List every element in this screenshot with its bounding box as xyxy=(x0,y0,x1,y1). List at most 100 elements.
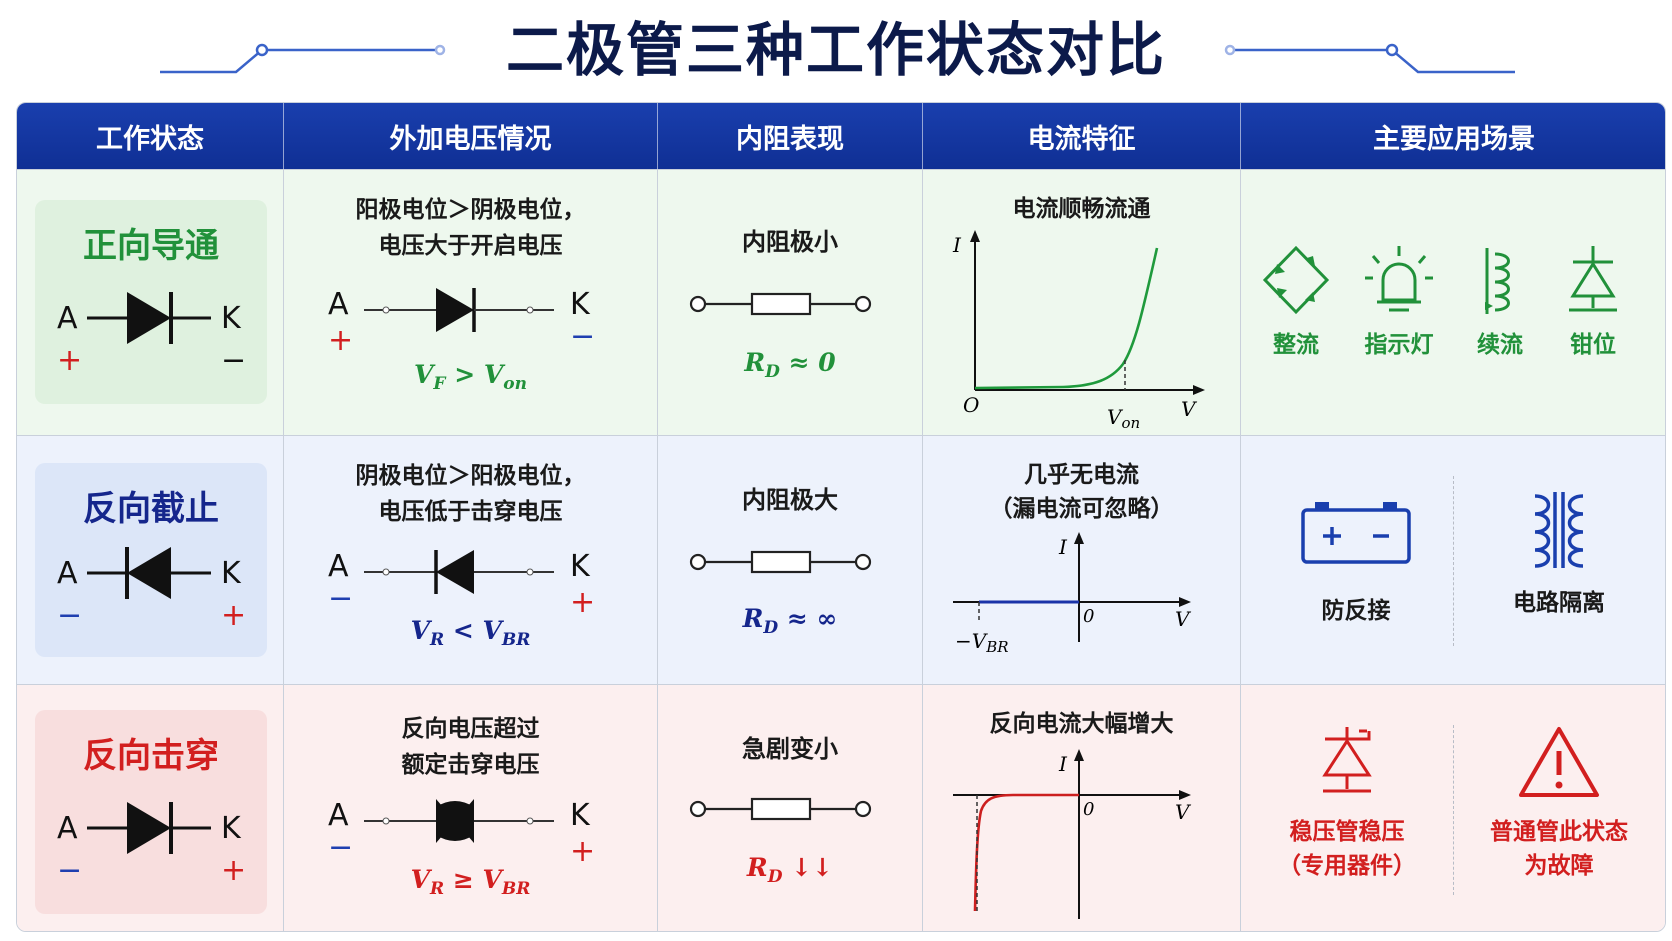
battery-icon xyxy=(1301,502,1411,564)
resistance-value: RD ↓↓ xyxy=(746,853,834,887)
axis-v-label: V xyxy=(1181,397,1198,421)
voltage-desc-line2: 额定击穿电压 xyxy=(401,752,540,778)
cathode-label: K xyxy=(570,549,591,584)
axis-i-label: I xyxy=(1058,535,1068,559)
anode-label: A xyxy=(328,798,349,833)
table-header: 工作状态 外加电压情况 内阻表现 电流特征 主要应用场景 xyxy=(17,103,1665,169)
app-divider xyxy=(1453,725,1454,895)
minus-sign: − xyxy=(570,319,595,354)
origin-label: 0 xyxy=(1083,799,1094,820)
title-bar: 二极管三种工作状态对比 xyxy=(0,0,1672,98)
current-cell: 反向电流大幅增大 I 0 V xyxy=(923,685,1241,931)
diode-circuit-icon: A K − + xyxy=(328,549,595,620)
plus-sign: + xyxy=(570,834,595,869)
state-card-reverse: 反向截止 A K − + xyxy=(35,463,267,657)
app-label: 整流 xyxy=(1273,332,1319,358)
state-name: 反向击穿 xyxy=(83,736,219,776)
diode-circuit-icon: A K + − xyxy=(328,287,595,358)
minus-sign: − xyxy=(328,581,353,616)
voltage-desc-line2: 电压低于击穿电压 xyxy=(378,499,563,525)
voltage-desc-line2: 电压大于开启电压 xyxy=(378,233,563,259)
axis-v-label: V xyxy=(1175,800,1192,824)
header-voltage: 外加电压情况 xyxy=(284,103,658,169)
plus-sign: + xyxy=(570,585,595,620)
zener-diode-icon xyxy=(1322,727,1372,793)
resistance-cell: 内阻极小 RD ≈ 0 xyxy=(658,170,923,435)
resistance-label: 内阻极大 xyxy=(742,486,838,514)
inductor-coil-icon xyxy=(1485,248,1510,314)
app-label-line1: 稳压管稳压 xyxy=(1289,819,1405,845)
state-card-breakdown: 反向击穿 A K − + xyxy=(35,710,267,914)
resistance-cell: 急剧变小 RD ↓↓ xyxy=(658,685,923,931)
resistance-value: RD ≈ ∞ xyxy=(742,604,838,638)
plus-sign: + xyxy=(221,853,246,888)
app-fault: 普通管此状态 为故障 xyxy=(1467,725,1651,883)
cathode-label: K xyxy=(570,798,591,833)
comparison-table: 工作状态 外加电压情况 内阻表现 电流特征 主要应用场景 正向导通 A K + … xyxy=(16,102,1666,932)
current-desc: 反向电流大幅增大 xyxy=(989,711,1174,737)
voltage-condition: VR < VBR xyxy=(410,616,531,650)
iv-curve-reverse: I 0 V −VBR xyxy=(953,532,1192,656)
axis-v-label: V xyxy=(1175,607,1192,631)
current-desc-line2: （漏电流可忽略） xyxy=(989,496,1174,522)
anode-label: A xyxy=(328,549,349,584)
resistance-label: 急剧变小 xyxy=(742,735,838,763)
plus-sign: + xyxy=(328,323,353,358)
indicator-lamp-icon xyxy=(1365,246,1433,312)
cathode-label: K xyxy=(570,287,591,322)
app-freewheel: 续流 xyxy=(1465,244,1535,362)
resistor-icon xyxy=(689,292,872,316)
clamp-diode-icon xyxy=(1569,246,1617,312)
current-cell: 几乎无电流 （漏电流可忽略） I 0 V −VBR xyxy=(923,436,1241,684)
minus-sign: − xyxy=(328,830,353,865)
app-rectifier: 整流 xyxy=(1261,244,1331,362)
header-applications: 主要应用场景 xyxy=(1373,123,1535,155)
anode-label: A xyxy=(328,287,349,322)
origin-label: O xyxy=(963,393,979,417)
voltage-desc-line1: 反向电压超过 xyxy=(401,716,540,742)
state-cell: 正向导通 A K + − xyxy=(17,170,284,435)
applications-cell: 防反接 电路隔离 xyxy=(1241,436,1665,684)
vbr-marker-label: −VBR xyxy=(955,629,1009,656)
iv-curve-forward: I O V Von xyxy=(952,230,1205,430)
voltage-cell: 阳极电位＞阴极电位， 电压大于开启电压 A K + − VF > Von xyxy=(284,170,658,435)
app-zener: 稳压管稳压 （专用器件） xyxy=(1261,725,1433,883)
header-resistance: 内阻表现 xyxy=(658,103,923,169)
table-row-reverse: 反向截止 A K − + 阴极电位＞阳极电位， 电压低于击穿电压 xyxy=(17,435,1665,684)
resistance-cell: 内阻极大 RD ≈ ∞ xyxy=(658,436,923,684)
current-desc: 电流顺畅流通 xyxy=(1012,196,1151,222)
axis-i-label: I xyxy=(1058,752,1068,776)
state-cell: 反向截止 A K − + xyxy=(17,436,284,684)
current-desc-line1: 几乎无电流 xyxy=(1024,462,1139,488)
app-label-line2: 为故障 xyxy=(1524,853,1594,879)
resistor-icon xyxy=(689,797,872,821)
app-isolation: 电路隔离 xyxy=(1469,486,1649,620)
iv-curve-breakdown: I 0 V xyxy=(953,749,1192,919)
voltage-cell: 阴极电位＞阳极电位， 电压低于击穿电压 A K − + VR < VBR xyxy=(284,436,658,684)
app-reverse-protection: 防反接 xyxy=(1281,494,1431,628)
state-name: 正向导通 xyxy=(83,226,219,266)
resistance-label: 内阻极小 xyxy=(742,228,838,256)
diode-symbol-icon: A K − + xyxy=(57,802,246,888)
app-indicator: 指示灯 xyxy=(1353,244,1445,362)
app-label: 防反接 xyxy=(1321,598,1391,624)
voltage-desc-line1: 阴极电位＞阳极电位， xyxy=(355,463,586,489)
app-divider xyxy=(1453,476,1454,646)
warning-icon xyxy=(1519,727,1599,797)
voltage-condition: VR ≥ VBR xyxy=(410,865,531,899)
title-decoration xyxy=(160,43,1515,74)
app-label: 电路隔离 xyxy=(1513,590,1605,616)
minus-sign: − xyxy=(221,343,246,378)
origin-label: 0 xyxy=(1083,606,1094,627)
state-cell: 反向击穿 A K − + xyxy=(17,685,284,931)
page-title: 二极管三种工作状态对比 xyxy=(505,16,1166,84)
resistance-value: RD ≈ 0 xyxy=(744,348,836,382)
von-marker-label: Von xyxy=(1107,405,1140,430)
cathode-label: K xyxy=(221,556,242,591)
axis-i-label: I xyxy=(952,233,962,257)
voltage-desc-line1: 阳极电位＞阴极电位， xyxy=(355,197,586,223)
cathode-label: K xyxy=(221,811,242,846)
table-row-forward: 正向导通 A K + − 阳极电位＞阴极电位， 电压大于开启电压 xyxy=(17,169,1665,435)
voltage-cell: 反向电压超过 额定击穿电压 A K − + VR ≥ VBR xyxy=(284,685,658,931)
app-label-line2: （专用器件） xyxy=(1278,853,1416,879)
